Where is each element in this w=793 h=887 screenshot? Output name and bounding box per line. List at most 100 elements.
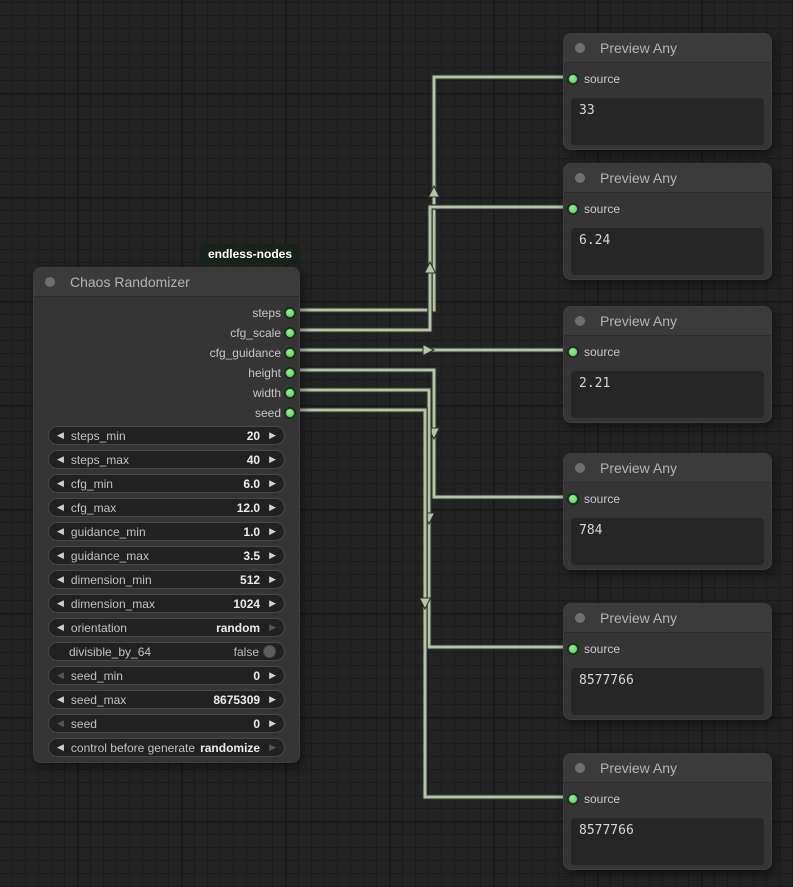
decrement-arrow-icon[interactable]: ◀ xyxy=(57,598,64,608)
decrement-arrow-icon[interactable]: ◀ xyxy=(57,526,64,536)
collapse-dot-icon[interactable] xyxy=(575,316,585,326)
node-preview-any-1[interactable]: Preview Any source 33 xyxy=(563,33,772,150)
decrement-arrow-icon[interactable]: ◀ xyxy=(57,574,64,584)
node-chaos-randomizer[interactable]: Chaos Randomizer steps cfg_scale cfg_gui… xyxy=(33,267,300,763)
output-port-steps[interactable] xyxy=(285,308,295,318)
link-arrow-up-icon xyxy=(427,184,441,198)
widget-cfg-min[interactable]: ◀ cfg_min 6.0 ▶ xyxy=(48,474,285,493)
collapse-dot-icon[interactable] xyxy=(575,463,585,473)
decrement-arrow-icon[interactable]: ◀ xyxy=(57,502,64,512)
increment-arrow-icon[interactable]: ▶ xyxy=(269,430,276,440)
prev-option-arrow-icon[interactable]: ◀ xyxy=(57,622,64,632)
output-slots: steps cfg_scale cfg_guidance height widt… xyxy=(34,297,299,423)
widget-dimension-max[interactable]: ◀ dimension_max 1024 ▶ xyxy=(48,594,285,613)
link-arrow-up-icon xyxy=(423,260,437,274)
node-header[interactable]: Preview Any xyxy=(564,454,771,483)
preview-value-box[interactable]: 8577766 xyxy=(571,668,764,715)
increment-arrow-icon[interactable]: ▶ xyxy=(269,550,276,560)
link-arrow-right-icon xyxy=(422,343,436,357)
widget-steps-max[interactable]: ◀ steps_max 40 ▶ xyxy=(48,450,285,469)
widget-dimension-min[interactable]: ◀ dimension_min 512 ▶ xyxy=(48,570,285,589)
next-option-arrow-icon: ▶ xyxy=(269,742,276,752)
decrement-arrow-icon[interactable]: ◀ xyxy=(57,694,64,704)
collapse-dot-icon[interactable] xyxy=(575,613,585,623)
increment-arrow-icon[interactable]: ▶ xyxy=(269,718,276,728)
input-port-source[interactable] xyxy=(568,74,578,84)
widget-divisible-by-64[interactable]: divisible_by_64 false xyxy=(48,642,285,661)
output-row-cfg-guidance: cfg_guidance xyxy=(34,343,299,363)
increment-arrow-icon[interactable]: ▶ xyxy=(269,574,276,584)
prev-option-arrow-icon[interactable]: ◀ xyxy=(57,742,64,752)
output-port-height[interactable] xyxy=(285,368,295,378)
collapse-dot-icon[interactable] xyxy=(45,277,55,287)
node-header[interactable]: Preview Any xyxy=(564,307,771,336)
node-preview-any-2[interactable]: Preview Any source 6.24 xyxy=(563,163,772,280)
next-option-arrow-icon: ▶ xyxy=(269,622,276,632)
decrement-arrow-icon[interactable]: ◀ xyxy=(57,478,64,488)
input-port-source[interactable] xyxy=(568,204,578,214)
collapse-dot-icon[interactable] xyxy=(575,43,585,53)
output-port-cfg-scale[interactable] xyxy=(285,328,295,338)
increment-arrow-icon[interactable]: ▶ xyxy=(269,502,276,512)
decrement-arrow-icon[interactable]: ◀ xyxy=(57,454,64,464)
node-preview-any-3[interactable]: Preview Any source 2.21 xyxy=(563,306,772,423)
preview-value-box[interactable]: 2.21 xyxy=(571,371,764,418)
increment-arrow-icon[interactable]: ▶ xyxy=(269,598,276,608)
node-title: Preview Any xyxy=(600,460,678,476)
collapse-dot-icon[interactable] xyxy=(575,173,585,183)
input-port-source[interactable] xyxy=(568,644,578,654)
node-preview-any-6[interactable]: Preview Any source 8577766 xyxy=(563,753,772,870)
node-title: Preview Any xyxy=(600,610,678,626)
preview-value-box[interactable]: 6.24 xyxy=(571,228,764,275)
node-header[interactable]: Preview Any xyxy=(564,604,771,633)
link-cfg-guidance-to-preview-3 xyxy=(293,343,572,357)
widget-cfg-max[interactable]: ◀ cfg_max 12.0 ▶ xyxy=(48,498,285,517)
decrement-arrow-icon: ◀ xyxy=(57,718,64,728)
widget-orientation[interactable]: ◀ orientation random ▶ xyxy=(48,618,285,637)
collapse-dot-icon[interactable] xyxy=(575,763,585,773)
preview-value-box[interactable]: 8577766 xyxy=(571,818,764,865)
node-header[interactable]: Preview Any xyxy=(564,164,771,193)
widget-seed[interactable]: ◀ seed 0 ▶ xyxy=(48,714,285,733)
node-preview-any-4[interactable]: Preview Any source 784 xyxy=(563,453,772,570)
widget-seed-min[interactable]: ◀ seed_min 0 ▶ xyxy=(48,666,285,685)
input-row-source: source xyxy=(564,789,771,809)
node-header[interactable]: Preview Any xyxy=(564,34,771,63)
link-seed-to-preview-6 xyxy=(293,407,572,800)
decrement-arrow-icon[interactable]: ◀ xyxy=(57,550,64,560)
toggle-knob[interactable] xyxy=(263,645,276,658)
decrement-arrow-icon[interactable]: ◀ xyxy=(57,430,64,440)
increment-arrow-icon[interactable]: ▶ xyxy=(269,478,276,488)
input-row-source: source xyxy=(564,342,771,362)
output-row-cfg-scale: cfg_scale xyxy=(34,323,299,343)
node-preview-any-5[interactable]: Preview Any source 8577766 xyxy=(563,603,772,720)
widget-guidance-max[interactable]: ◀ guidance_max 3.5 ▶ xyxy=(48,546,285,565)
link-steps-to-preview-1 xyxy=(293,74,572,313)
widget-guidance-min[interactable]: ◀ guidance_min 1.0 ▶ xyxy=(48,522,285,541)
increment-arrow-icon[interactable]: ▶ xyxy=(269,694,276,704)
increment-arrow-icon[interactable]: ▶ xyxy=(269,526,276,536)
increment-arrow-icon[interactable]: ▶ xyxy=(269,670,276,680)
input-port-source[interactable] xyxy=(568,494,578,504)
node-title: Chaos Randomizer xyxy=(70,274,190,290)
increment-arrow-icon[interactable]: ▶ xyxy=(269,454,276,464)
widget-control-before-generate[interactable]: ◀ control before generate randomize ▶ xyxy=(48,738,285,757)
preview-value-box[interactable]: 33 xyxy=(571,98,764,145)
input-port-source[interactable] xyxy=(568,347,578,357)
node-title: Preview Any xyxy=(600,313,678,329)
decrement-arrow-icon: ◀ xyxy=(57,670,64,680)
node-header[interactable]: Preview Any xyxy=(564,754,771,783)
output-port-cfg-guidance[interactable] xyxy=(285,348,295,358)
widget-steps-min[interactable]: ◀ steps_min 20 ▶ xyxy=(48,426,285,445)
output-port-seed[interactable] xyxy=(285,408,295,418)
node-header[interactable]: Chaos Randomizer xyxy=(34,268,299,297)
input-row-source: source xyxy=(564,199,771,219)
link-arrow-down-icon xyxy=(418,597,432,611)
node-title: Preview Any xyxy=(600,170,678,186)
preview-value-box[interactable]: 784 xyxy=(571,518,764,565)
input-port-source[interactable] xyxy=(568,794,578,804)
widget-seed-max[interactable]: ◀ seed_max 8675309 ▶ xyxy=(48,690,285,709)
output-port-width[interactable] xyxy=(285,388,295,398)
output-row-width: width xyxy=(34,383,299,403)
